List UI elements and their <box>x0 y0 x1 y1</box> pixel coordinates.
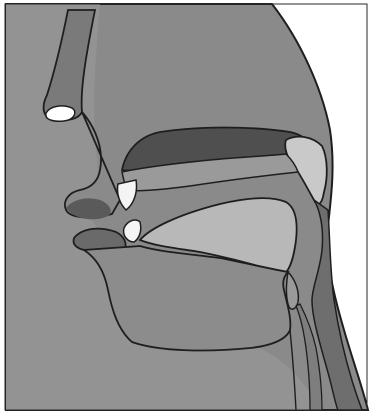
nostril <box>46 106 75 121</box>
